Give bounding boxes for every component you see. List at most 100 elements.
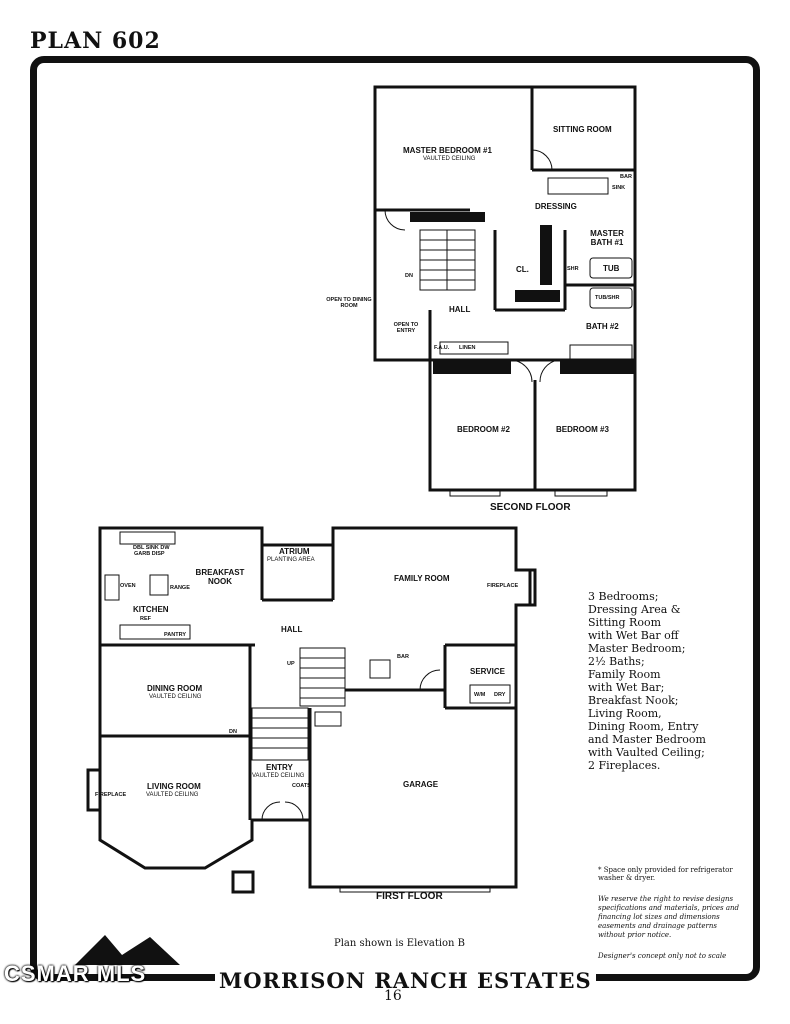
label-up: UP: [287, 661, 295, 667]
label-open-entry: OPEN TO ENTRY: [393, 322, 419, 334]
dining-note: VAULTED CEILING: [149, 694, 202, 700]
feature-line: and Master Bedroom: [588, 733, 706, 746]
feature-line: 3 Bedrooms;: [588, 590, 659, 603]
feature-line: Living Room,: [588, 707, 662, 720]
room-dining-room: DINING ROOM: [147, 684, 203, 693]
entry-stairs: [251, 707, 309, 761]
wall-segment: [433, 360, 511, 374]
room-master-bedroom: MASTER BEDROOM #1: [403, 146, 492, 155]
feature-line: Dining Room, Entry: [588, 720, 699, 733]
label-wm: W/M: [474, 692, 486, 698]
label-bar-upper: BAR: [620, 174, 632, 180]
feature-line: with Wet Bar;: [588, 681, 665, 694]
label-ref: REF: [140, 616, 151, 622]
room-sitting-room: SITTING ROOM: [553, 125, 612, 134]
label-garb: GARB DISP: [134, 551, 165, 557]
living-fireplace: [86, 768, 100, 812]
room-dressing: DRESSING: [535, 202, 577, 211]
room-family-room: FAMILY ROOM: [394, 574, 450, 583]
footnote: * Space only provided for refrigerator w…: [598, 866, 733, 882]
powder-room: [314, 711, 342, 727]
feature-line: Master Bedroom;: [588, 642, 686, 655]
brand-name: MORRISON RANCH ESTATES: [215, 968, 596, 993]
room-upper-hall: HALL: [449, 305, 471, 314]
master-bedroom-note: VAULTED CEILING: [423, 156, 476, 162]
mls-watermark: CSMAR MLS: [4, 961, 147, 986]
room-master-bath: MASTER BATH #1: [590, 229, 624, 247]
entry-planter: [231, 870, 255, 894]
label-living-fireplace: FIREPLACE: [95, 792, 127, 798]
living-note: VAULTED CEILING: [146, 792, 199, 798]
linen-closet: [439, 341, 509, 355]
dressing-vanity: [547, 177, 609, 195]
room-living-room: LIVING ROOM: [147, 782, 201, 791]
room-garage: GARAGE: [403, 780, 439, 789]
atrium-note: PLANTING AREA: [267, 557, 315, 563]
label-dn-upper: DN: [405, 273, 413, 279]
label-oven: OVEN: [120, 583, 136, 589]
kitchen-counter: [119, 531, 176, 545]
label-linen: LINEN: [459, 345, 476, 351]
label-family-fireplace: FIREPLACE: [487, 583, 519, 589]
room-kitchen: KITCHEN: [133, 605, 169, 614]
pantry: [119, 624, 191, 640]
room-breakfast-nook: BREAKFAST NOOK: [195, 568, 245, 586]
label-sink-upper: SINK: [612, 185, 626, 191]
feature-line: with Vaulted Ceiling;: [588, 746, 705, 759]
bar-sink: [369, 659, 391, 679]
feature-line: with Wet Bar off: [588, 629, 679, 642]
tub-shower: [589, 287, 633, 309]
kitchen-range: [149, 574, 169, 596]
feature-line: 2 Fireplaces.: [588, 759, 661, 772]
feature-line: Dressing Area &: [588, 603, 681, 616]
wall-segment: [515, 290, 560, 302]
feature-line: 2½ Baths;: [588, 655, 645, 668]
wall-segment: [410, 212, 485, 222]
label-sink-row: DBL SINK DW: [133, 545, 170, 551]
label-dn-lower: DN: [229, 729, 237, 735]
second-floor-label: SECOND FLOOR: [490, 502, 571, 513]
room-entry: ENTRY: [266, 763, 293, 772]
first-floor-stairs: [299, 647, 346, 707]
disclaimer: We reserve the right to revise designs s…: [598, 895, 740, 939]
room-bedroom2: BEDROOM #2: [457, 425, 510, 434]
label-tub: TUB: [603, 264, 620, 273]
label-bar-lower: BAR: [397, 654, 409, 660]
feature-line: Breakfast Nook;: [588, 694, 679, 707]
label-shower: SHR: [567, 266, 579, 272]
room-atrium: ATRIUM: [279, 547, 310, 556]
page-number: 16: [384, 988, 402, 1004]
label-coats: COATS: [292, 783, 311, 789]
feature-line: Sitting Room: [588, 616, 661, 629]
feature-line: Family Room: [588, 668, 661, 681]
garage-door: [339, 886, 491, 893]
room-service: SERVICE: [470, 667, 505, 676]
plan-title: PLAN 602: [30, 28, 161, 54]
mountain-logo: [75, 935, 180, 965]
second-floor-outline: [373, 85, 637, 492]
label-range: RANGE: [170, 585, 190, 591]
label-dry: DRY: [494, 692, 506, 698]
elevation-note: Plan shown is Elevation B: [334, 938, 466, 949]
oven: [104, 574, 120, 601]
room-bedroom3: BEDROOM #3: [556, 425, 609, 434]
label-open-dining: OPEN TO DINING ROOM: [326, 297, 372, 309]
family-fireplace: [516, 568, 537, 607]
room-bath2: BATH #2: [586, 322, 619, 331]
room-closet: CL.: [516, 265, 529, 274]
room-lower-hall: HALL: [281, 625, 303, 634]
label-pantry: PANTRY: [164, 632, 186, 638]
wall-segment: [540, 225, 552, 285]
tub: [589, 257, 633, 279]
label-fau: F.A.U.: [434, 345, 450, 351]
window: [449, 489, 501, 497]
entry-note: VAULTED CEILING: [252, 773, 305, 779]
label-tub-shower: TUB/SHR: [595, 295, 620, 301]
washer-dryer: [469, 684, 511, 704]
window: [554, 489, 608, 497]
concept-note: Designer's concept only not to scale: [598, 952, 727, 960]
first-floor-label: FIRST FLOOR: [376, 891, 443, 902]
wall-segment: [560, 360, 635, 374]
